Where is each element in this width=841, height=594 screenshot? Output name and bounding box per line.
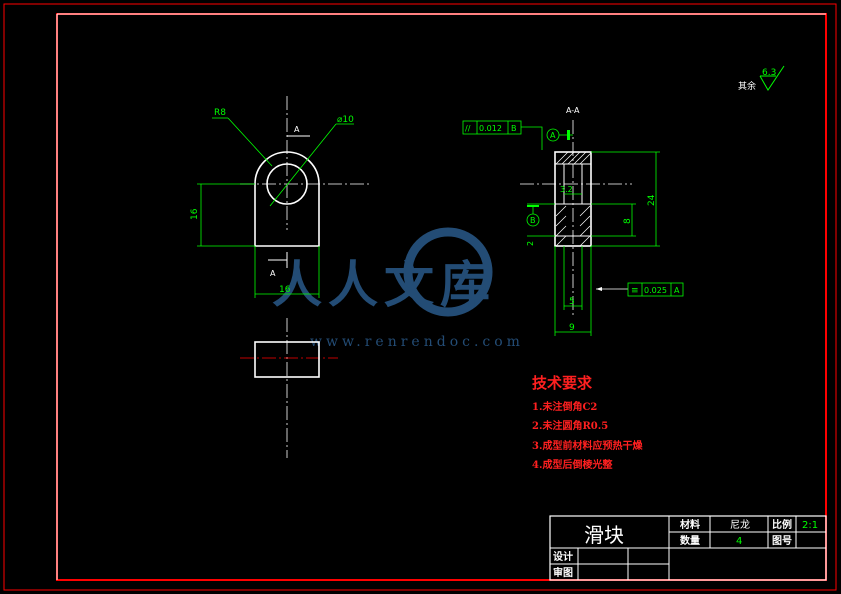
watermark-brand: 人人文库 — [272, 255, 496, 314]
dim-24-label: 24 — [647, 194, 657, 206]
roughness-label: 其余 — [738, 80, 756, 92]
dim-8-label: 8 — [623, 218, 633, 224]
parallelism-value: 0.012 — [479, 124, 502, 133]
designer-label: 设计 — [553, 550, 573, 563]
scale-label: 比例 — [772, 518, 792, 531]
drawing-no-label: 图号 — [772, 535, 792, 547]
scale-value: 2:1 — [802, 520, 818, 531]
section-mark-bottom: A — [270, 269, 276, 278]
outer-frame — [3, 3, 837, 591]
top-view — [240, 318, 338, 458]
front-width-label: 16 — [279, 285, 291, 295]
parallelism-symbol: // — [465, 124, 471, 133]
tech-item-4: 4.成型后倒棱光整 — [532, 458, 612, 471]
symmetry-symbol: ≡ — [631, 286, 639, 296]
tech-item-2: 2.未注圆角R0.5 — [532, 419, 608, 432]
front-diameter-label: ⌀10 — [337, 115, 354, 125]
quantity-value: 4 — [736, 536, 742, 547]
symmetry-value: 0.025 — [644, 286, 667, 295]
datum-b-label: B — [530, 216, 536, 225]
watermark-url: www.renrendoc.com — [310, 334, 524, 350]
section-title: A-A — [566, 106, 580, 115]
datum-a-label: A — [550, 131, 556, 140]
tech-item-1: 1.未注倒角C2 — [532, 400, 597, 413]
dim-2-label: 2 — [526, 241, 535, 246]
title-block: 滑块 材料 尼龙 比例 2:1 数量 4 图号 设计 审图 — [549, 515, 827, 581]
material-value: 尼龙 — [730, 518, 750, 531]
parallelism-datum: B — [511, 124, 517, 133]
material-label: 材料 — [680, 518, 700, 531]
dim-32-label: 3.2 — [560, 185, 573, 194]
dim-9-label: 9 — [569, 323, 575, 333]
part-name: 滑块 — [584, 523, 624, 547]
watermark: 人人文库 www.renrendoc.com — [272, 227, 524, 350]
front-view: R8 ⌀10 A A 16 16 — [190, 96, 372, 298]
symmetry-datum: A — [674, 286, 680, 295]
tech-title: 技术要求 — [532, 374, 593, 392]
section-view: A-A // 0.012 B A B — [462, 106, 684, 336]
quantity-label: 数量 — [680, 534, 700, 547]
roughness-note: 其余 6.3 — [738, 65, 785, 92]
front-height-label: 16 — [190, 208, 200, 220]
dim-5-label: 5 — [569, 297, 575, 307]
tech-item-3: 3.成型前材料应预热干燥 — [532, 439, 643, 452]
section-mark-top: A — [294, 125, 300, 134]
front-radius-label: R8 — [214, 108, 226, 118]
roughness-value: 6.3 — [762, 68, 776, 78]
reviewer-label: 审图 — [553, 566, 573, 579]
tech-requirements: 技术要求 1.未注倒角C2 2.未注圆角R0.5 3.成型前材料应预热干燥 4.… — [532, 374, 643, 471]
